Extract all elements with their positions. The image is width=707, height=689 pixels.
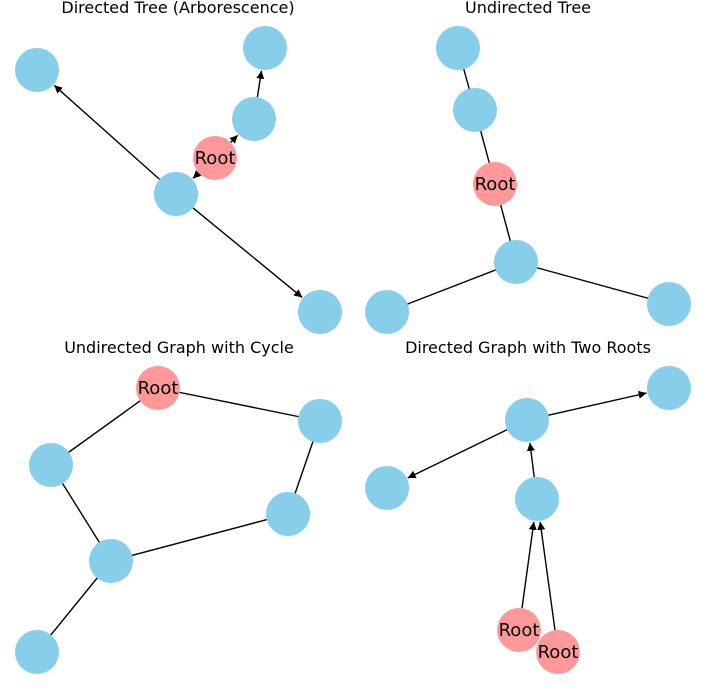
nodes-group: Root — [15, 366, 342, 674]
root-node — [497, 608, 541, 652]
graph-node — [232, 97, 276, 141]
graph-node — [29, 443, 73, 487]
graph-node — [365, 466, 409, 510]
graph-node — [89, 539, 133, 583]
graph-node — [298, 399, 342, 443]
graph-node — [154, 172, 198, 216]
node-label: Root — [499, 620, 540, 641]
directed-edge-d-a — [53, 84, 161, 180]
graph-node — [243, 26, 287, 70]
directed-edge-r2-d — [537, 521, 556, 631]
directed-edge-r-d — [192, 170, 202, 179]
node-label: Root — [475, 174, 516, 195]
graph-node — [647, 282, 691, 326]
panel-title: Directed Graph with Two Roots — [405, 338, 651, 357]
root-node — [193, 136, 237, 180]
panel-title: Undirected Graph with Cycle — [64, 338, 294, 357]
directed-edge-d-b — [526, 442, 535, 478]
node-label: Root — [195, 148, 236, 169]
panel-title: Directed Tree (Arborescence) — [61, 0, 294, 17]
graph-node — [647, 366, 691, 410]
node-label: Root — [538, 642, 579, 663]
edge-c-e — [515, 261, 670, 305]
directed-edge-b-a — [548, 390, 647, 416]
root-node — [536, 630, 580, 674]
nodes-group: Root — [365, 26, 691, 334]
graph-node — [15, 48, 59, 92]
root-node — [473, 162, 517, 206]
directed-edge-r1-d — [521, 521, 537, 609]
edge-c-d — [110, 513, 289, 562]
graph-node — [15, 630, 59, 674]
graph-node — [298, 290, 342, 334]
directed-edge-r-c — [229, 134, 239, 144]
edge-c-d — [386, 261, 517, 313]
directed-edge-c-b — [256, 70, 265, 98]
panel-title: Undirected Tree — [465, 0, 591, 17]
graph-node — [266, 492, 310, 536]
graph-node — [436, 26, 480, 70]
directed-edge-d-e — [192, 207, 303, 298]
edges-group — [53, 70, 303, 298]
graph-node — [453, 88, 497, 132]
directed-edge-b-c — [407, 428, 508, 479]
panel-directed-tree-arborescence: Directed Tree (Arborescence) Root — [15, 0, 342, 334]
graph-node — [505, 398, 549, 442]
graph-node — [365, 290, 409, 334]
graph-node — [515, 477, 559, 521]
graph-node — [494, 240, 538, 284]
nodes-group: Root — [15, 26, 342, 334]
edge-r-b — [157, 387, 321, 422]
node-label: Root — [138, 378, 179, 399]
edges-group — [407, 390, 647, 631]
root-node — [136, 366, 180, 410]
